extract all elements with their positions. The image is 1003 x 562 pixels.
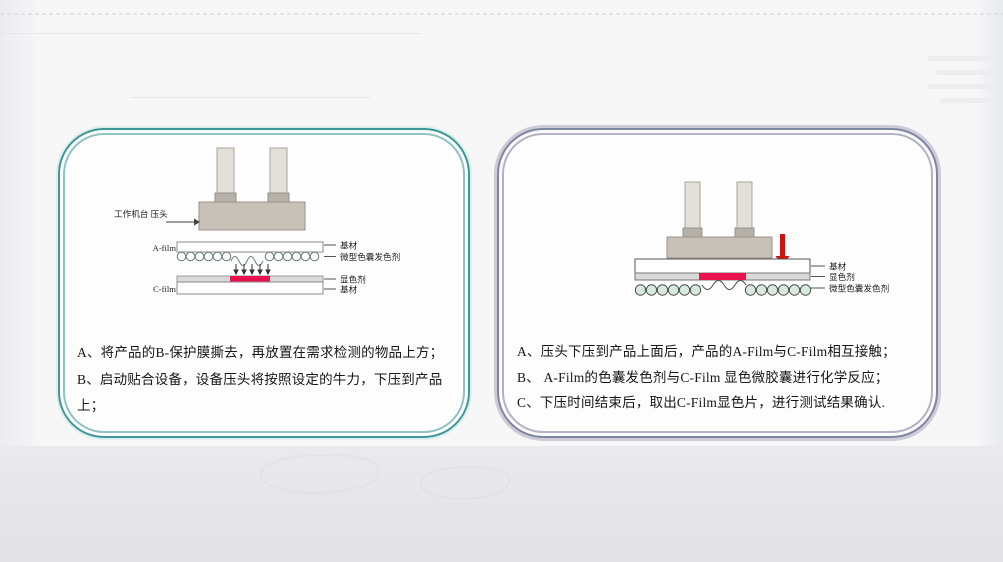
a-film-base-layer (176, 241, 324, 253)
watermark-smudge (940, 98, 996, 103)
layer-label-developer: 显色剂 (829, 271, 855, 282)
layer-callouts: 基材 显色剂 微型色囊发色剂 (811, 261, 889, 294)
press-label-arrow (166, 218, 200, 226)
microcapsule-row (176, 251, 320, 266)
process-step: C、下压时间结束后，取出C-Film显色片，进行测试结果确认. (517, 395, 886, 410)
base-layer (634, 258, 811, 274)
layer-label-base-top: 基材 (340, 240, 358, 251)
left-panel-steps: A、将产品的B-保护膜撕去，再放置在需求检测的物品上方； B、启动贴合设备，设备… (77, 340, 469, 420)
developed-red-zone (699, 273, 746, 280)
c-film-base-layer (176, 281, 324, 295)
left-process-panel: 工作机台 压头 A-film C-film (58, 128, 470, 438)
bottom-gray-band (0, 446, 1003, 562)
press-pistons (682, 181, 755, 238)
a-film-label: A-film (153, 243, 177, 253)
process-step: A、压头下压到产品上面后，产品的A-Film与C-Film相互接触； (517, 344, 896, 359)
right-process-panel: 基材 显色剂 微型色囊发色剂 A、压头下压到产品上面后，产品的A-Film与C-… (497, 128, 938, 438)
press-pistons (214, 147, 290, 203)
watermark-map-doodle (420, 466, 510, 500)
press-before-contact-illustration: 工作机台 压头 A-film C-film (114, 147, 400, 295)
process-step: B、 A-Film的色囊发色剂与C-Film 显色微胶囊进行化学反应； (517, 369, 889, 385)
process-step: A、将产品的B-保护膜撕去，再放置在需求检测的物品上方； (77, 345, 444, 360)
press-head-block (198, 201, 306, 231)
watermark-line (130, 97, 370, 98)
press-head-block (666, 236, 773, 259)
layer-label-developer: 显色剂 (340, 274, 366, 285)
layer-label-base: 基材 (829, 261, 847, 272)
layer-label-capsule: 微型色囊发色剂 (829, 283, 889, 294)
contact-arrows-down (233, 264, 271, 276)
layer-callouts: 基材 微型色囊发色剂 显色剂 基材 (324, 240, 400, 295)
watermark-smudge (928, 56, 996, 61)
watermark-dotted-line (0, 13, 1003, 15)
watermark-smudge (936, 70, 996, 75)
watermark-smudge (928, 84, 996, 89)
microcapsule-row (634, 280, 812, 296)
press-in-contact-illustration: 基材 显色剂 微型色囊发色剂 (634, 181, 889, 296)
right-panel-steps: A、压头下压到产品上面后，产品的A-Film与C-Film相互接触； B、 A-… (517, 339, 925, 416)
c-film-red-zone (230, 276, 270, 282)
process-step: B、启动贴合设备，设备压头将按照设定的牛力，下压到产品上； (77, 371, 443, 414)
watermark-map-doodle (260, 454, 380, 494)
layer-label-base-bottom: 基材 (340, 284, 358, 295)
press-label: 工作机台 压头 (114, 208, 168, 219)
layer-label-capsule: 微型色囊发色剂 (340, 251, 400, 262)
c-film-label: C-film (153, 284, 176, 294)
watermark-line (0, 33, 420, 34)
